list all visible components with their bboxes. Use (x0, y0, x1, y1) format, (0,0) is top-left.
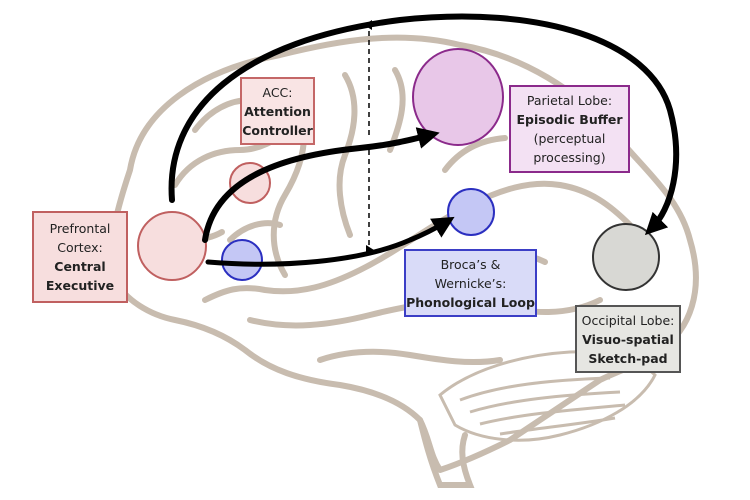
parietal-line3: (perceptual (533, 131, 606, 146)
brainstem (417, 417, 475, 488)
prefrontal-line3: Central (54, 259, 106, 274)
arrow-to-phonological (205, 216, 455, 267)
occipital-line2: Visuo-spatial (582, 331, 674, 347)
broca-line2: Wernicke’s: (434, 275, 507, 291)
prefrontal-line1: Prefrontal (49, 221, 111, 236)
cerebellum (438, 350, 657, 442)
arrow-to-parietal (202, 127, 440, 243)
occipital-circle (592, 223, 660, 291)
prefrontal-line4: Executive (45, 278, 115, 293)
arrow-to-occipital (168, 13, 680, 236)
broca-line1: Broca’s & (440, 256, 501, 272)
parietal-line2: Episodic Buffer (516, 112, 623, 127)
phonological-small-circle (221, 239, 263, 281)
acc-line2: Attention (244, 103, 311, 119)
acc-line3: Controller (242, 122, 313, 138)
acc-line1: ACC: (262, 84, 293, 100)
prefrontal-cortex-label: Prefrontal Cortex: Central Executive (32, 211, 128, 303)
occipital-lobe-label: Occipital Lobe: Visuo-spatial Sketch-pad (575, 305, 681, 373)
phonological-circle (447, 188, 495, 236)
prefrontal-line2: Cortex: (57, 240, 103, 255)
occipital-line3: Sketch-pad (588, 350, 668, 366)
broca-wernicke-label: Broca’s & Wernicke’s: Phonological Loop (404, 249, 537, 317)
occipital-line1: Occipital Lobe: (581, 312, 675, 328)
parietal-line1: Parietal Lobe: (526, 93, 613, 108)
parietal-line4: processing) (533, 150, 606, 165)
prefrontal-circle (137, 211, 207, 281)
broca-line3: Phonological Loop (406, 294, 535, 310)
parietal-lobe-label: Parietal Lobe: Episodic Buffer (perceptu… (509, 85, 630, 173)
connection-arrows (168, 13, 680, 267)
acc-label: ACC: Attention Controller (240, 77, 315, 145)
parietal-circle (412, 48, 504, 146)
